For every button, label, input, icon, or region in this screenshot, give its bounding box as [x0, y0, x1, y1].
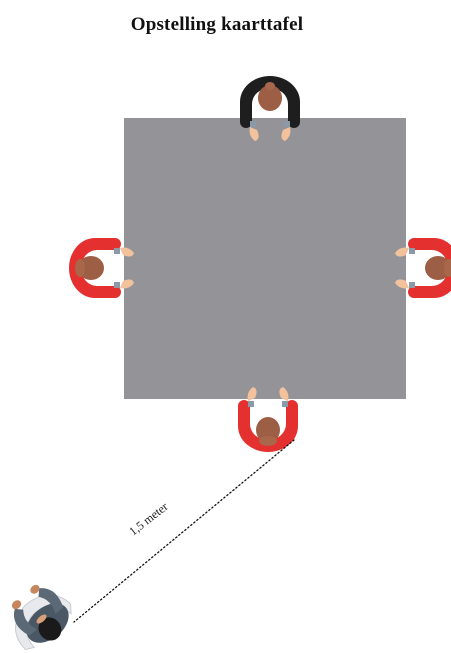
player-left-hand-b	[120, 247, 134, 257]
player-top-cuff-left	[250, 121, 256, 127]
player-top-hand-right	[281, 127, 291, 141]
card-table	[124, 118, 406, 399]
observer-arm-right	[38, 588, 64, 614]
player-top-hand-left	[249, 127, 259, 141]
player-left-head	[78, 256, 104, 280]
player-bottom-head	[256, 417, 280, 443]
diagram-title: Opstelling kaarttafel	[130, 14, 304, 35]
player-left	[69, 238, 134, 298]
player-right	[395, 238, 451, 298]
player-top	[240, 76, 300, 141]
distance-label: 1,5 meter	[126, 499, 170, 538]
player-top-cuff-right	[284, 121, 290, 127]
player-bottom	[238, 387, 298, 452]
player-top-body	[240, 76, 300, 128]
player-right-head	[425, 256, 451, 280]
player-top-head	[258, 85, 282, 111]
observer-arm-left	[14, 608, 38, 636]
player-left-hand-a	[120, 279, 134, 289]
distance-line	[73, 439, 295, 623]
observer-head	[38, 617, 62, 641]
observer	[11, 584, 72, 651]
